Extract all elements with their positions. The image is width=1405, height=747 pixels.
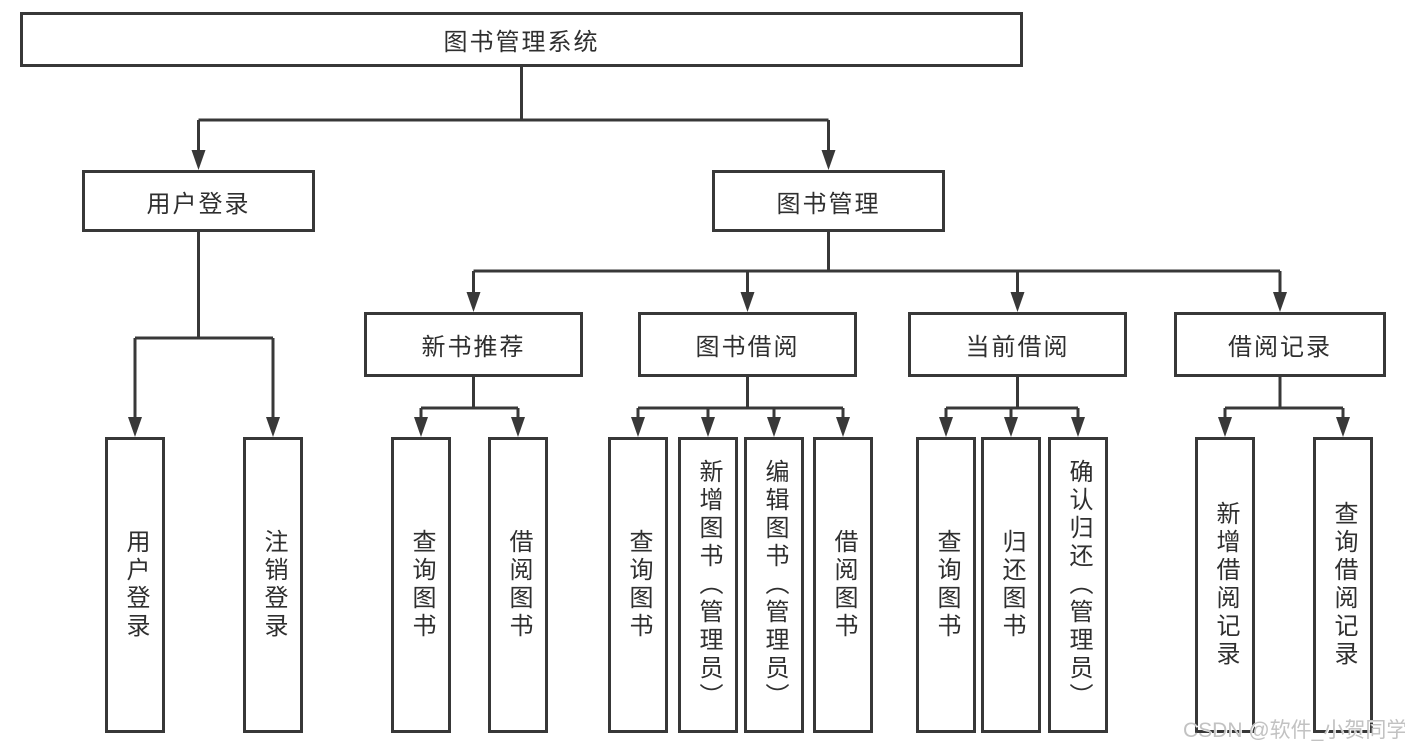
node-label: 借阅记录 xyxy=(1228,334,1332,361)
connector-book-borrow-children xyxy=(631,377,850,437)
node-label: 图书借阅 xyxy=(695,334,800,361)
leaf-recommend-query-books: 查询图书 xyxy=(391,437,451,733)
leaf-label: 查询借阅记录 xyxy=(1330,501,1357,669)
leaf-borrowing-borrow-books: 借阅图书 xyxy=(813,437,873,733)
leaf-label: 新增借阅记录 xyxy=(1212,501,1239,669)
leaf-current-query-books: 查询图书 xyxy=(916,437,976,733)
leaf-label: 新增图书（管理员） xyxy=(695,459,722,711)
leaf-label: 用户登录 xyxy=(122,529,149,641)
leaf-logout: 注销登录 xyxy=(243,437,303,733)
leaf-edit-books-admin: 编辑图书（管理员） xyxy=(744,437,804,733)
leaf-add-books-admin: 新增图书（管理员） xyxy=(678,437,738,733)
leaf-label: 编辑图书（管理员） xyxy=(761,459,788,711)
node-book-management: 图书管理 xyxy=(712,170,945,232)
node-library-management-system: 图书管理系统 xyxy=(20,12,1023,67)
node-label: 新书推荐 xyxy=(421,334,526,361)
node-label: 图书管理 xyxy=(776,190,881,218)
leaf-label: 确认归还（管理员） xyxy=(1065,459,1092,711)
leaf-label: 注销登录 xyxy=(260,529,287,641)
leaf-label: 归还图书 xyxy=(998,529,1025,641)
node-user-login: 用户登录 xyxy=(82,170,315,232)
leaf-label: 查询图书 xyxy=(933,529,960,641)
connector-new-book-children xyxy=(414,377,525,437)
node-label: 图书管理系统 xyxy=(443,29,600,56)
leaf-label: 借阅图书 xyxy=(505,529,532,641)
leaf-query-borrow-record: 查询借阅记录 xyxy=(1313,437,1373,733)
leaf-label: 查询图书 xyxy=(625,529,652,641)
connector-book-management-children xyxy=(466,232,1287,312)
leaf-label: 查询图书 xyxy=(408,529,435,641)
node-book-borrowing: 图书借阅 xyxy=(638,312,857,377)
connector-root-to-level2 xyxy=(191,67,836,170)
leaf-user-login: 用户登录 xyxy=(105,437,165,733)
watermark: CSDN @软件_小贺同学 xyxy=(1183,719,1405,742)
leaf-recommend-borrow-books: 借阅图书 xyxy=(488,437,548,733)
node-label: 当前借阅 xyxy=(965,334,1070,361)
node-label: 用户登录 xyxy=(146,190,251,218)
connector-current-borrow-children xyxy=(939,377,1085,437)
node-current-borrowing: 当前借阅 xyxy=(908,312,1127,377)
leaf-confirm-return-admin: 确认归还（管理员） xyxy=(1048,437,1108,733)
leaf-label: 借阅图书 xyxy=(830,529,857,641)
leaf-add-borrow-record: 新增借阅记录 xyxy=(1195,437,1255,733)
leaf-borrowing-query-books: 查询图书 xyxy=(608,437,668,733)
connector-user-login-children xyxy=(128,232,280,437)
node-borrowing-records: 借阅记录 xyxy=(1174,312,1386,377)
connector-borrow-records-children xyxy=(1218,377,1350,437)
node-new-book-recommend: 新书推荐 xyxy=(364,312,583,377)
leaf-return-books: 归还图书 xyxy=(981,437,1041,733)
